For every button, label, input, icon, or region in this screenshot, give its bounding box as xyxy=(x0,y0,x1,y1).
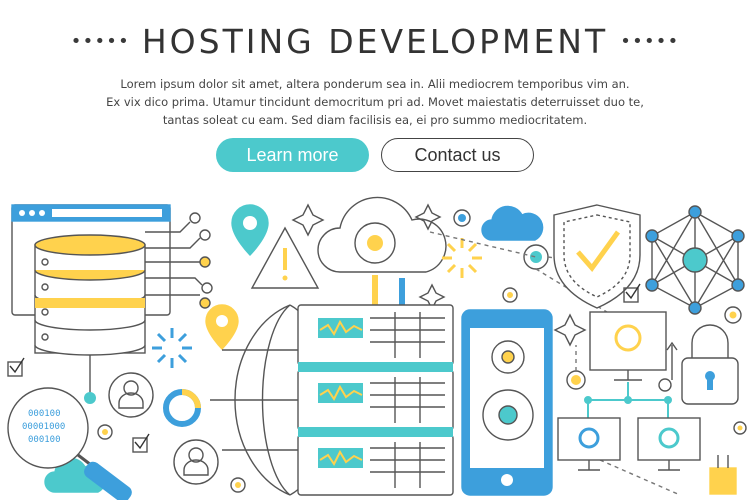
monitor-icon xyxy=(637,417,701,471)
hosting-illustration: 000100 00001000 000100 xyxy=(7,196,747,500)
monitor-icon xyxy=(557,417,621,471)
database-icon xyxy=(34,234,146,395)
title-row: ••••• HOSTING DEVELOPMENT ••••• xyxy=(0,22,750,61)
padlock-icon xyxy=(681,306,742,405)
smartphone-icon xyxy=(461,309,553,496)
monitor-icon xyxy=(589,311,667,381)
donut-chart-icon xyxy=(163,389,201,427)
location-pin-icon xyxy=(231,204,269,256)
description-line: tantas soleat cu eam. Sed diam facilisis… xyxy=(162,113,588,127)
burst-icon xyxy=(442,238,482,278)
burst-icon xyxy=(152,328,192,368)
binary-line: 000100 xyxy=(28,435,61,445)
page-title: HOSTING DEVELOPMENT xyxy=(141,22,609,61)
hero-header: ••••• HOSTING DEVELOPMENT ••••• Lorem ip… xyxy=(0,0,750,180)
description-text: Lorem ipsum dolor sit amet, altera ponde… xyxy=(0,75,750,129)
user-avatar-icon xyxy=(108,372,154,418)
binary-line: 00001000 xyxy=(22,422,65,432)
contact-us-button[interactable]: Contact us xyxy=(381,138,534,172)
binary-line: 000100 xyxy=(28,409,61,419)
network-tree-lines xyxy=(584,382,672,418)
decorative-dots-left: ••••• xyxy=(70,31,130,52)
magnifier-icon xyxy=(7,387,132,500)
cta-buttons: Learn more Contact us xyxy=(0,138,750,172)
checkbox-icon xyxy=(132,433,150,453)
cloud-icon xyxy=(481,205,544,241)
location-pin-icon xyxy=(205,304,239,350)
learn-more-button[interactable]: Learn more xyxy=(216,138,369,172)
shield-check-icon xyxy=(553,204,641,309)
description-line: Ex vix dico prima. Utamur tincidunt demo… xyxy=(106,95,644,109)
description-line: Lorem ipsum dolor sit amet, altera ponde… xyxy=(120,77,630,91)
warning-icon xyxy=(250,226,320,289)
checkbox-icon xyxy=(7,283,641,377)
plug-icon xyxy=(709,421,747,495)
decorative-dots-right: ••••• xyxy=(620,31,680,52)
arrow-up-icon xyxy=(666,341,678,380)
circuit-connectors xyxy=(145,212,213,309)
network-icon xyxy=(645,205,745,315)
user-avatar-icon xyxy=(173,439,219,485)
server-rack-icon xyxy=(297,304,454,496)
